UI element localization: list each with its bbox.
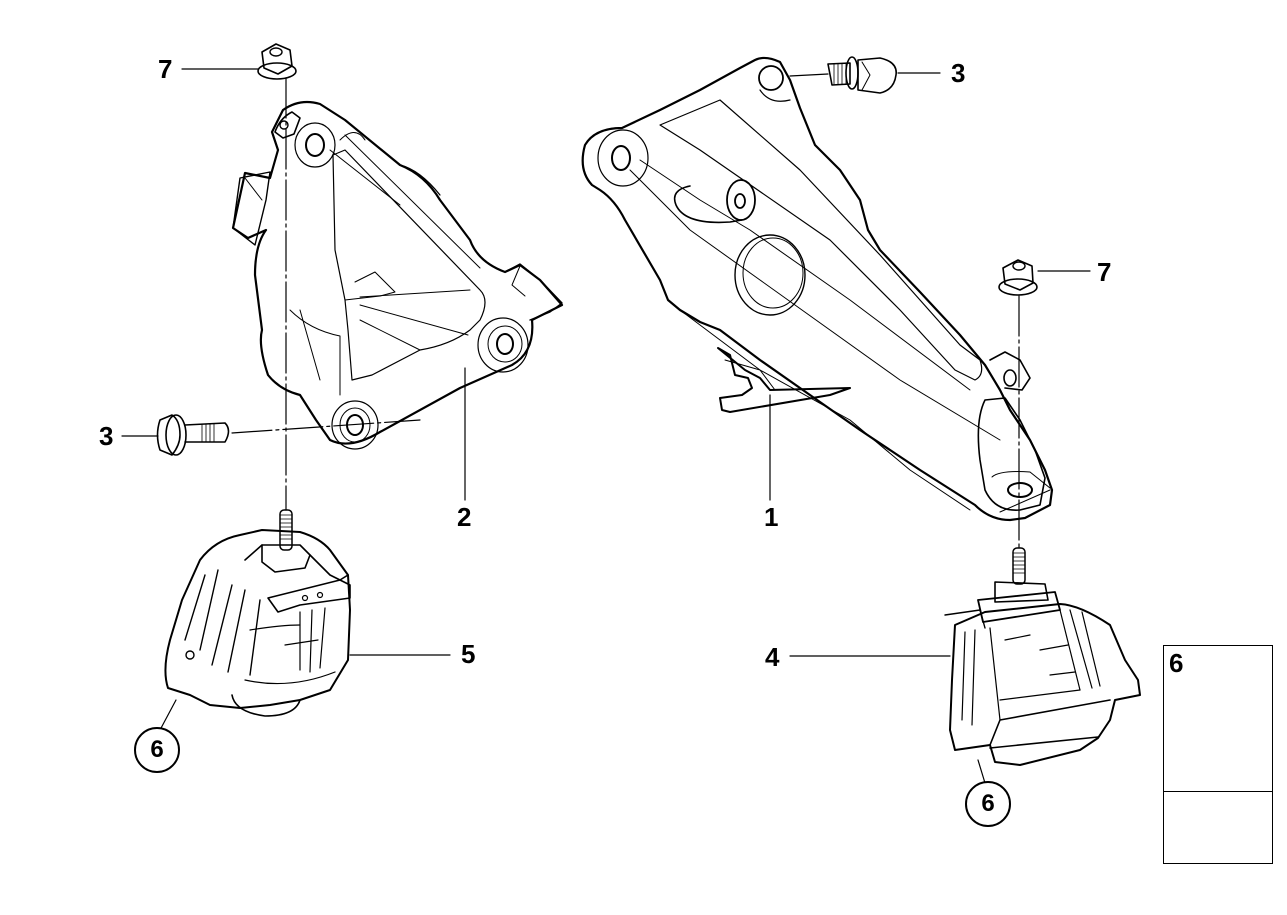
- callout-3-left: 3: [99, 421, 114, 451]
- inset-number: 6: [1169, 648, 1184, 678]
- callout-6-right-number: 6: [981, 790, 995, 817]
- callout-6-left-number: 6: [150, 736, 164, 763]
- leader-lines: [121, 68, 1091, 784]
- callout-2: 2: [457, 502, 472, 532]
- hex-bolt-left[interactable]: [156, 414, 230, 456]
- callout-4: 4: [765, 642, 780, 672]
- engine-mount-right[interactable]: [944, 547, 1141, 766]
- callout-7-right: 7: [1097, 257, 1112, 287]
- engine-support-bracket-left[interactable]: [231, 100, 564, 450]
- inset-detail-box: 6: [1163, 645, 1273, 864]
- callout-3-right: 3: [951, 58, 966, 88]
- engine-mount-left[interactable]: [164, 509, 351, 717]
- collar-nut-right[interactable]: [998, 259, 1038, 296]
- inset-divider: [1164, 791, 1272, 792]
- engine-support-bracket-right[interactable]: [581, 56, 1054, 522]
- callout-1: 1: [764, 502, 779, 532]
- callout-5: 5: [461, 639, 476, 669]
- hex-bolt-right[interactable]: [827, 56, 897, 94]
- callout-6-right-circled: 6: [965, 781, 1011, 827]
- callout-6-left-circled: 6: [134, 727, 180, 773]
- callout-7-left: 7: [158, 54, 173, 84]
- collar-nut-left[interactable]: [257, 43, 297, 80]
